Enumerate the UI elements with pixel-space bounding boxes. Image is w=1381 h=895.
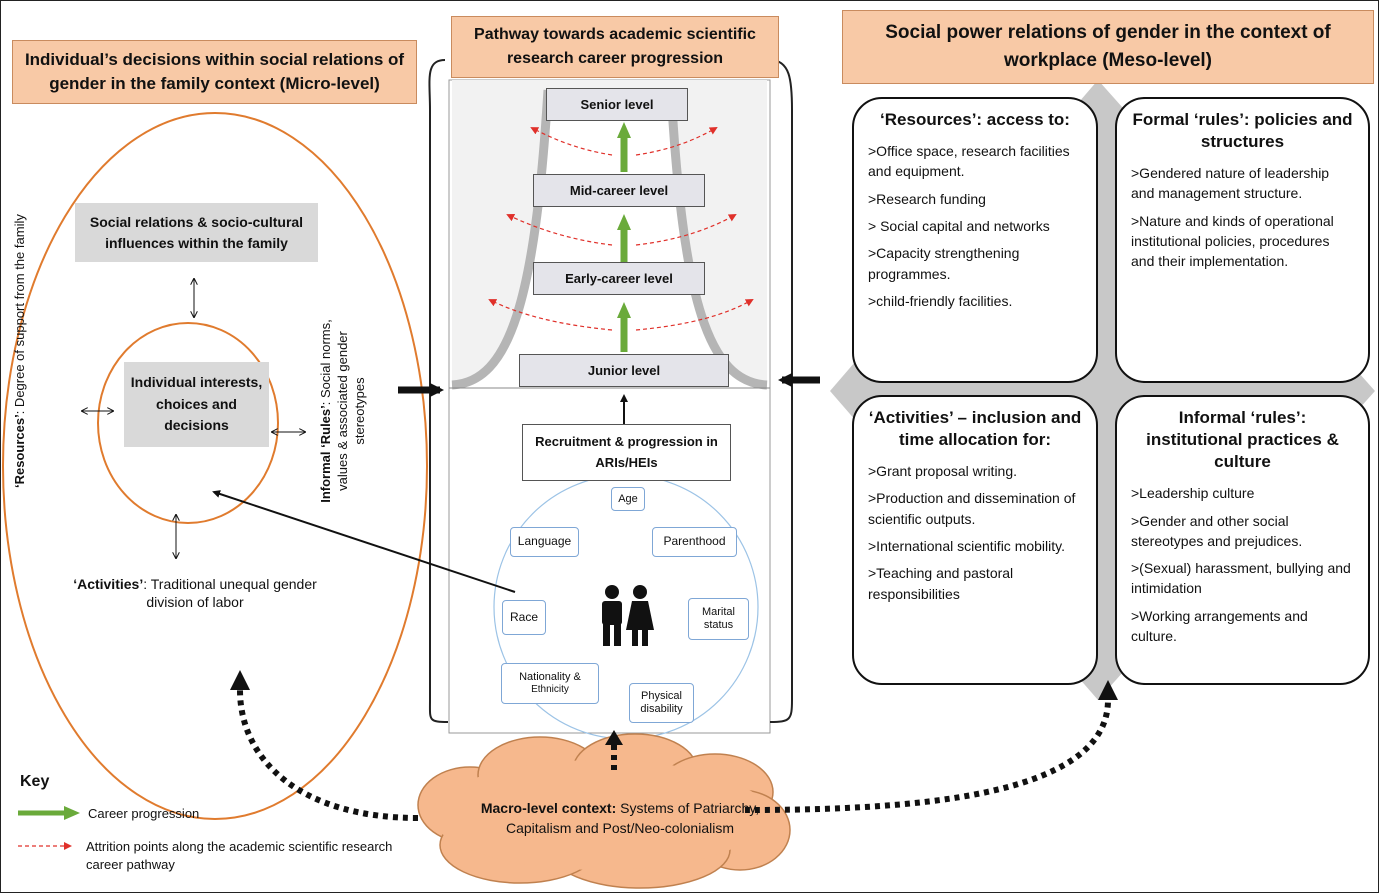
meso-resources-card: ‘Resources’: access to: >Office space, r… (852, 97, 1098, 383)
level-senior: Senior level (546, 88, 688, 121)
meso-informal-rules-heading: Informal ‘rules’: institutional practice… (1146, 408, 1339, 472)
level-junior: Junior level (519, 354, 729, 387)
micro-inner-ellipse (97, 322, 279, 524)
list-item: >Capacity strengthening programmes. (868, 245, 1020, 282)
list-item: >Production and dissemination of scienti… (868, 490, 1076, 527)
list-item: >child-friendly facilities. (868, 292, 1013, 309)
list-item: >Grant proposal writing. (868, 463, 1018, 480)
meso-formal-rules-card: Formal ‘rules’: policies and structures … (1115, 97, 1370, 383)
list-item: >Gender and other social stereotypes and… (1131, 512, 1303, 549)
meso-activities-heading: ‘Activities’ – inclusion and time alloca… (868, 408, 1082, 450)
level-early-career: Early-career level (533, 262, 705, 295)
factor-parenthood: Parenthood (652, 527, 737, 557)
attrition-arrows (488, 127, 754, 331)
meso-resources-heading: ‘Resources’: access to: (880, 110, 1070, 129)
factor-race: Race (502, 600, 546, 635)
family-activities-label: ‘Activities’: Traditional unequal gender… (73, 576, 317, 611)
key-attrition-points: Attrition points along the academic scie… (86, 839, 393, 873)
factor-nationality-ethnicity: Nationality & Ethnicity (501, 663, 599, 704)
list-item: > Social capital and networks (868, 217, 1050, 234)
list-item: >Nature and kinds of operational institu… (1131, 212, 1334, 270)
macro-context-text: Macro-level context: Systems of Patriarc… (480, 800, 760, 836)
individual-decisions-box: Individual interests, choices and decisi… (124, 362, 269, 447)
meso-activities-card: ‘Activities’ – inclusion and time alloca… (852, 395, 1098, 685)
family-resources-label: ‘Resources’: Degree of support from the … (12, 214, 27, 488)
micro-title: Individual’s decisions within social rel… (12, 40, 417, 104)
list-item: >(Sexual) harassment, bullying and intim… (1131, 560, 1351, 597)
dotted-arrow-icon (237, 689, 1111, 821)
list-item: >Gendered nature of leadership and manag… (1131, 165, 1330, 202)
key-title: Key (20, 773, 50, 790)
list-item: >Leadership culture (1131, 485, 1255, 502)
family-social-relations-box: Social relations & socio-cultural influe… (75, 203, 318, 262)
level-mid-career: Mid-career level (533, 174, 705, 207)
list-item: >International scientific mobility. (868, 538, 1065, 555)
list-item: >Research funding (868, 190, 986, 207)
list-item: >Teaching and pastoral responsibilities (868, 565, 1014, 602)
micro-outer-ellipse (2, 112, 428, 820)
factor-marital-status: Marital status (688, 598, 749, 640)
factor-age: Age (611, 487, 645, 511)
meso-informal-rules-card: Informal ‘rules’: institutional practice… (1115, 395, 1370, 685)
factor-physical-disability: Physical disability (629, 683, 694, 723)
recruitment-box: Recruitment & progression in ARIs/HEIs (522, 424, 731, 481)
couple-icon (602, 585, 654, 646)
key-career-progression: Career progression (88, 806, 200, 821)
factor-language: Language (510, 527, 579, 557)
meso-title: Social power relations of gender in the … (842, 10, 1374, 84)
list-item: >Office space, research facilities and e… (868, 143, 1070, 180)
meso-formal-rules-heading: Formal ‘rules’: policies and structures (1132, 110, 1353, 152)
double-arrow-icon (82, 279, 305, 558)
list-item: >Working arrangements and culture. (1131, 607, 1308, 645)
pathway-title: Pathway towards academic scientific rese… (451, 16, 779, 78)
family-rules-label: Informal ‘Rules’: Social norms, values &… (318, 319, 367, 503)
